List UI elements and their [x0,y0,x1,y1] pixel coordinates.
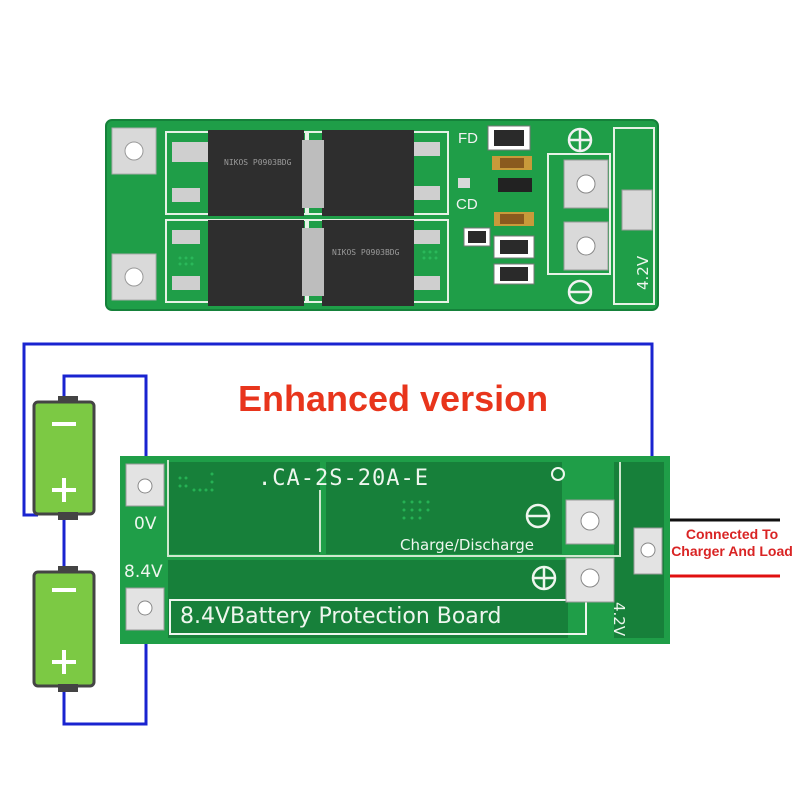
battery-1 [32,396,96,520]
mosfet-marking: NIKOS P0903BDG [332,248,400,257]
v42-top-label: 4.2V [634,255,652,290]
mosfet-4 [322,220,414,306]
connection-note: Connected To Charger And Load [671,526,793,559]
bottom-pcb-diagram [120,456,670,644]
battery-protection-label: 8.4VBattery Protection Board [180,604,502,629]
battery-2 [32,566,96,692]
mosfet-3 [208,220,304,306]
mosfet-1 [208,130,304,216]
top-pcb-photo [105,119,659,311]
wire-blue-84v [62,610,148,726]
mosfet-2 [322,130,414,216]
charge-discharge-label: Charge/Discharge [400,536,535,554]
fd-label: FD [458,130,478,147]
v84-label: 8.4V [124,562,163,582]
wire-blue-0v [62,374,148,490]
mosfet-marking: NIKOS P0903BDG [224,158,292,167]
page-title: Enhanced version [238,378,549,419]
ov-label: 0V [134,514,157,534]
v42-bottom-label: 4.2V [610,602,628,637]
cd-label: CD [456,196,478,213]
board-model-label: .CA-2S-20A-E [258,466,429,491]
wire-blue-outer [22,342,654,548]
